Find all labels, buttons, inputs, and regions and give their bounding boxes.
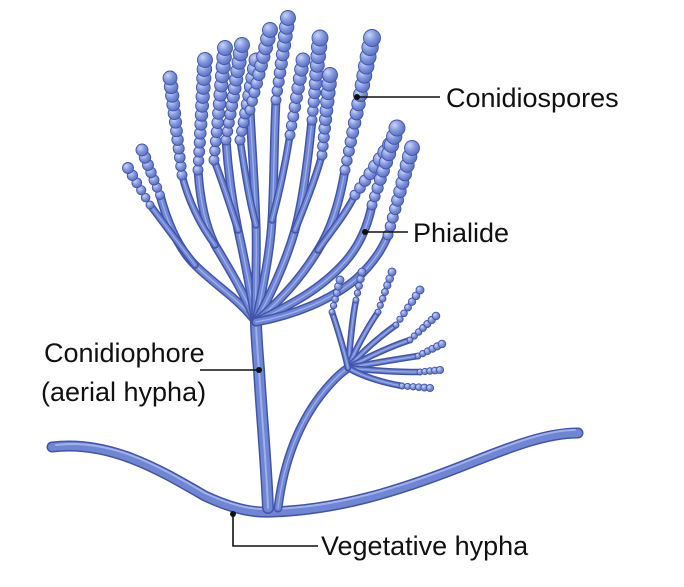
conidiophore-branch	[291, 151, 326, 234]
conidiospore	[311, 29, 329, 47]
small-conidiophore-branch	[328, 308, 352, 372]
spore-chain	[162, 70, 188, 181]
conidiospore	[162, 70, 178, 86]
conidiophore-branch	[251, 200, 377, 327]
conidiophore-branch	[236, 136, 260, 229]
conidiophore-hyphae	[146, 95, 424, 514]
spore-chain	[366, 119, 406, 211]
spore-chain	[382, 140, 420, 241]
conidiospore	[208, 154, 220, 166]
spore-chain	[135, 143, 165, 200]
conidiospore	[404, 303, 412, 312]
conidiospore	[234, 37, 250, 53]
conidiospore	[388, 119, 406, 137]
conidiospore	[437, 339, 447, 349]
conidiospore	[329, 301, 338, 310]
conidiospore	[335, 275, 345, 285]
conidiospore	[355, 282, 363, 290]
small-spore-chain	[406, 311, 441, 344]
conidiospore	[357, 267, 367, 277]
conidiospore	[374, 308, 382, 316]
conidiospore	[270, 94, 282, 106]
conidiospore	[339, 164, 351, 176]
spore-chain	[192, 52, 213, 176]
small-spore-chain	[398, 382, 435, 393]
conidiospore	[407, 297, 417, 306]
conidiospore	[400, 309, 408, 318]
conidiophore-stalk	[250, 316, 274, 514]
small-spore-chain	[352, 267, 367, 304]
conidiospore	[331, 295, 340, 304]
conidiospore	[404, 140, 420, 156]
conidiospore	[295, 52, 311, 68]
conidiospore	[406, 336, 414, 344]
spore-chain	[244, 22, 278, 116]
conidiospore	[356, 274, 365, 284]
conidiospore	[353, 289, 362, 297]
conidiospore	[280, 10, 296, 26]
secondary-conidiophore-stalk	[273, 363, 353, 513]
conidiospore	[363, 29, 381, 47]
conidiophore-branch	[146, 201, 199, 269]
label-vegetative-hypha: Vegetative hypha	[321, 531, 529, 561]
conidiospore	[192, 164, 204, 176]
label-vegetative-hypha-group: Vegetative hypha	[230, 511, 529, 561]
spore-chain	[220, 37, 250, 146]
label-conidiophore-group: Conidiophore (aerial hypha)	[41, 338, 262, 407]
conidiospore	[378, 294, 387, 303]
conidiospore	[381, 288, 389, 296]
conidiospore	[140, 192, 151, 203]
label-phialide-group: Phialide	[362, 218, 509, 248]
label-conidiophore-line1: Conidiophore	[44, 338, 205, 368]
conidiospore	[435, 365, 445, 375]
conidiospore	[396, 315, 404, 323]
conidiospore	[387, 267, 397, 277]
small-spore-chain	[416, 365, 445, 376]
conidiospore	[145, 200, 155, 210]
label-conidiospores-group: Conidiospores	[354, 83, 619, 113]
conidiospore	[415, 285, 425, 295]
vegetative-hypha	[46, 427, 584, 518]
conidiospore	[410, 332, 418, 340]
conidiospore	[392, 321, 400, 329]
conidiospore-chains	[122, 10, 447, 393]
label-conidiophore-line2: (aerial hypha)	[41, 377, 206, 407]
conidiospore	[352, 296, 360, 304]
conidiophore-branch	[210, 156, 242, 234]
spore-chain	[306, 29, 329, 126]
spore-chain	[339, 29, 381, 176]
label-conidiospores: Conidiospores	[446, 83, 619, 113]
small-spore-chain	[392, 285, 425, 329]
spore-chain	[208, 40, 233, 166]
conidiospore	[431, 311, 441, 321]
conidiophore-branch	[251, 230, 393, 327]
spore-chain	[122, 162, 155, 210]
small-conidiophore-branch	[344, 364, 406, 390]
conidiospore	[135, 143, 149, 157]
conidiospore	[284, 129, 296, 141]
small-spore-chain	[328, 275, 345, 316]
spore-chain	[316, 67, 338, 161]
conidiophore-branch	[178, 171, 219, 249]
label-phialide: Phialide	[413, 218, 509, 248]
conidiospore	[322, 67, 338, 83]
conidiospore	[328, 308, 336, 316]
conidiospore	[217, 40, 233, 56]
conidiospore	[341, 154, 353, 167]
small-spore-chain	[414, 339, 447, 360]
leader-line	[232, 514, 318, 547]
spore-chain	[270, 10, 296, 106]
conidiospore	[425, 383, 435, 393]
conidiophore-branch	[314, 191, 359, 254]
spore-chain	[284, 52, 311, 141]
conidiospore	[262, 22, 278, 38]
conidiospore	[376, 301, 384, 309]
conidiospore	[122, 162, 134, 174]
small-spore-chain	[374, 267, 397, 316]
conidiophore-branch	[268, 131, 294, 224]
conidiospore	[197, 52, 213, 68]
